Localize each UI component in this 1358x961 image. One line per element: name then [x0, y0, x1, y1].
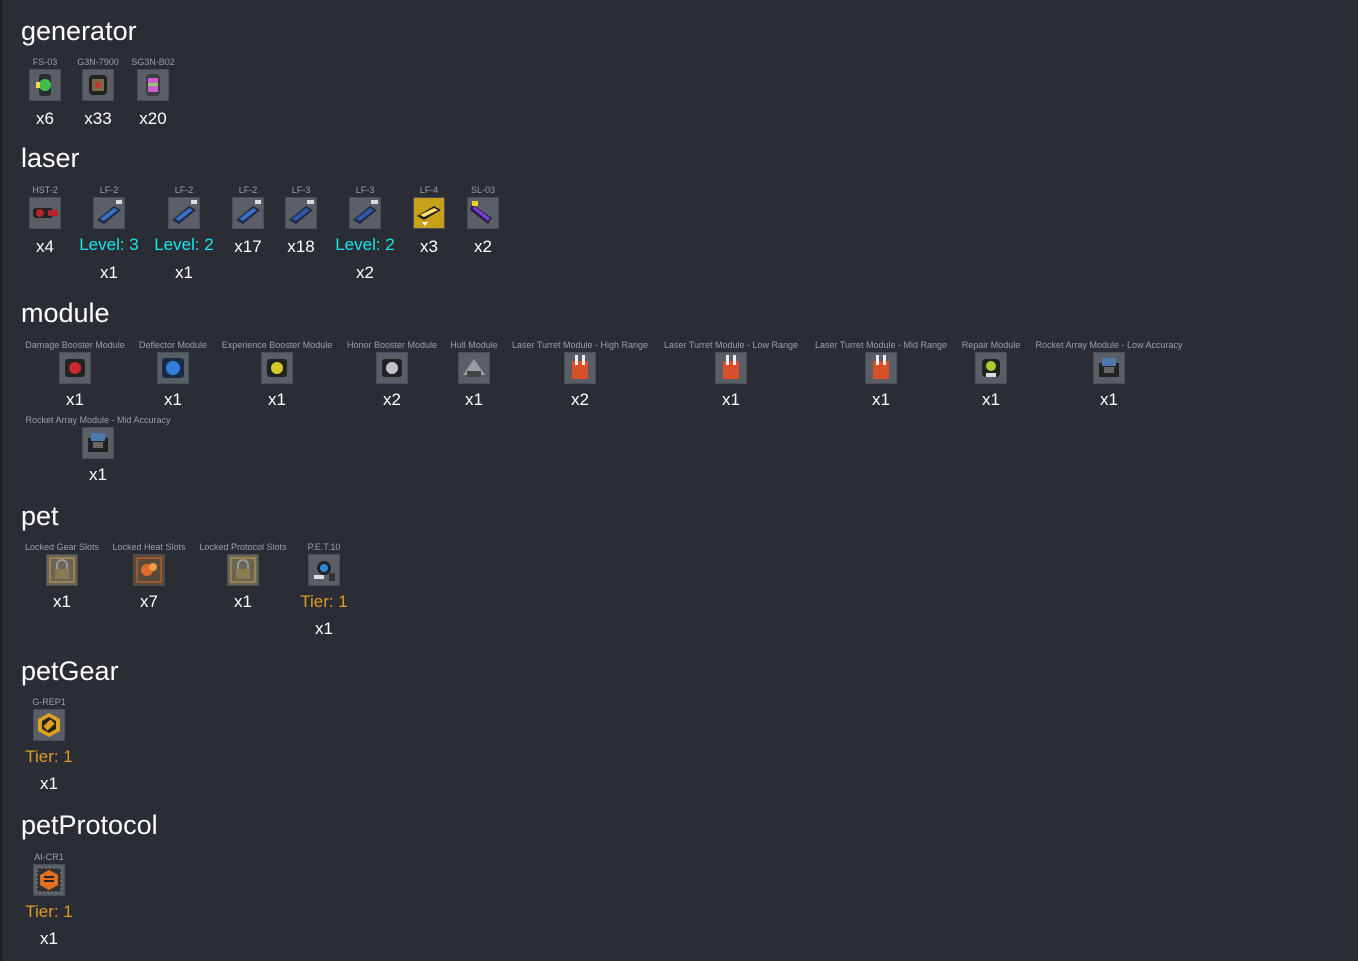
rocket-array-icon: [1093, 352, 1125, 384]
pink-generator-icon: [137, 69, 169, 101]
item-level: Tier: 1: [25, 747, 73, 766]
item-name: Laser Turret Module - Low Range: [663, 340, 799, 350]
section-title-generator: generator: [21, 16, 137, 46]
rocket-array-icon: [82, 427, 114, 459]
item-count: x1: [89, 465, 107, 484]
yellow-module-icon: [261, 352, 293, 384]
item-level: Level: 2: [335, 235, 395, 254]
item-name: Rocket Array Module - Mid Accuracy: [25, 415, 171, 425]
item-count: x2: [356, 263, 374, 282]
section-title-pet: pet: [21, 501, 59, 531]
item-level: Level: 2: [154, 235, 214, 254]
item-name: LF-2: [174, 185, 194, 195]
repair-gear-icon: [33, 709, 65, 741]
item-count: x1: [40, 929, 58, 948]
item-count: x1: [175, 263, 193, 282]
item-name: SG3N-B02: [131, 57, 175, 67]
item-level: Level: 3: [79, 235, 139, 254]
purple-laser-icon: [467, 197, 499, 229]
item-name: P.E.T.10: [307, 542, 341, 552]
section-title-laser: laser: [21, 143, 80, 173]
lock-icon: [46, 554, 78, 586]
item-count: x3: [420, 237, 438, 256]
item-count: x1: [982, 390, 1000, 409]
pet-drone-icon: [308, 554, 340, 586]
blue-laser-icon: [93, 197, 125, 229]
item-count: x2: [571, 390, 589, 409]
item-count: x1: [268, 390, 286, 409]
item-name: Deflector Module: [138, 340, 208, 350]
item-name: AI-CR1: [34, 852, 64, 862]
item-count: x33: [84, 109, 112, 128]
heat-lock-icon: [133, 554, 165, 586]
item-name: FS-03: [32, 57, 58, 67]
item-count: x17: [234, 237, 262, 256]
item-name: Laser Turret Module - Mid Range: [814, 340, 948, 350]
gold-laser-icon: [413, 197, 445, 229]
orange-turret-icon: [865, 352, 897, 384]
section-title-petprotocol: petProtocol: [21, 810, 158, 840]
orange-turret-icon: [715, 352, 747, 384]
blue-laser-icon: [168, 197, 200, 229]
item-name: G3N-7900: [77, 57, 119, 67]
item-count: x1: [164, 390, 182, 409]
item-count: x1: [100, 263, 118, 282]
red-cannon-icon: [29, 197, 61, 229]
blue-module-icon: [157, 352, 189, 384]
item-count: x18: [287, 237, 315, 256]
item-name: Locked Gear Slots: [24, 542, 100, 552]
item-name: Locked Protocol Slots: [199, 542, 287, 552]
item-count: x2: [383, 390, 401, 409]
item-name: LF-2: [99, 185, 119, 195]
item-name: Honor Booster Module: [346, 340, 438, 350]
item-name: HST-2: [32, 185, 58, 195]
item-name: SL-03: [470, 185, 496, 195]
section-title-module: module: [21, 298, 110, 328]
item-count: x1: [40, 774, 58, 793]
item-name: Hull Module: [450, 340, 498, 350]
hull-module-icon: [458, 352, 490, 384]
item-count: x1: [315, 619, 333, 638]
green-repair-icon: [975, 352, 1007, 384]
blue-laser-icon: [285, 197, 317, 229]
item-count: x1: [66, 390, 84, 409]
item-name: LF-3: [355, 185, 375, 195]
item-count: x1: [234, 592, 252, 611]
item-name: Experience Booster Module: [221, 340, 333, 350]
green-generator-icon: [29, 69, 61, 101]
item-level: Tier: 1: [25, 902, 73, 921]
item-level: Tier: 1: [300, 592, 348, 611]
blue-laser-icon: [232, 197, 264, 229]
item-count: x1: [722, 390, 740, 409]
item-name: Laser Turret Module - High Range: [511, 340, 649, 350]
red-module-icon: [59, 352, 91, 384]
item-name: LF-4: [419, 185, 439, 195]
item-name: Rocket Array Module - Low Accuracy: [1035, 340, 1183, 350]
item-name: Locked Heat Slots: [112, 542, 186, 552]
lock-icon: [227, 554, 259, 586]
item-count: x1: [872, 390, 890, 409]
item-name: LF-3: [291, 185, 311, 195]
item-count: x7: [140, 592, 158, 611]
protocol-chip-icon: [33, 864, 65, 896]
blue-laser-icon: [349, 197, 381, 229]
item-name: Damage Booster Module: [25, 340, 125, 350]
item-count: x4: [36, 237, 54, 256]
grey-module-icon: [376, 352, 408, 384]
item-count: x20: [139, 109, 167, 128]
bronze-generator-icon: [82, 69, 114, 101]
item-count: x1: [1100, 390, 1118, 409]
item-name: Repair Module: [961, 340, 1021, 350]
item-count: x1: [53, 592, 71, 611]
item-name: G-REP1: [32, 697, 66, 707]
item-name: LF-2: [238, 185, 258, 195]
section-title-petgear: petGear: [21, 656, 119, 686]
item-count: x1: [465, 390, 483, 409]
orange-turret-icon: [564, 352, 596, 384]
item-count: x6: [36, 109, 54, 128]
item-count: x2: [474, 237, 492, 256]
